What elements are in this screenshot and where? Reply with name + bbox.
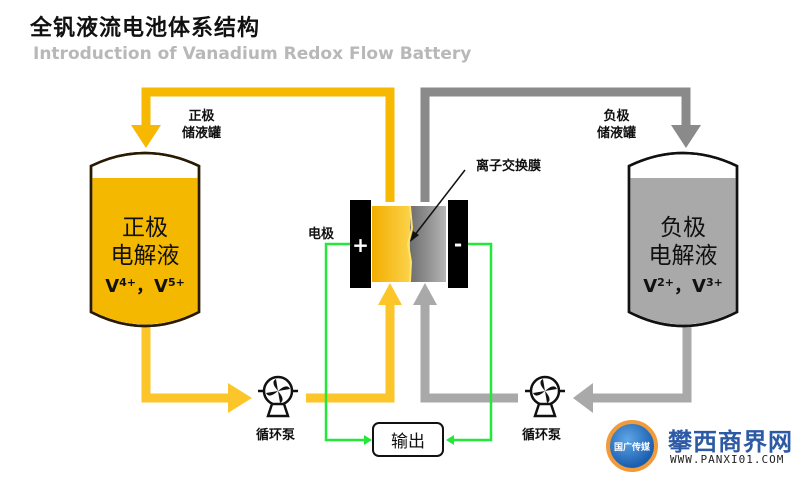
- positive-electrode: [350, 200, 371, 288]
- positive-electrolyte-line1: 正极: [122, 215, 168, 241]
- negative-ions: V2+，V3+: [629, 270, 737, 300]
- plus-sign: +: [352, 233, 369, 257]
- negative-tank-label-line2: 储液罐: [597, 126, 637, 141]
- ion-symbol: V: [643, 276, 658, 297]
- negative-feed-pipe: [590, 327, 692, 403]
- negative-wire-arrow: [446, 435, 454, 445]
- negative-electrolyte-text: 负极 电解液 V2+，V3+: [629, 214, 737, 300]
- ion-symbol: V: [692, 276, 706, 297]
- ion-exchange-membrane: [406, 205, 414, 283]
- positive-half-cell: [372, 206, 410, 282]
- pump-right-label: 循环泵: [522, 428, 562, 443]
- membrane-pointer-arrowhead: [410, 231, 419, 242]
- positive-wire-arrow: [364, 435, 372, 445]
- watermark-url: WWW.PANXI01.COM: [670, 453, 785, 466]
- ion-symbol: V: [105, 276, 120, 297]
- positive-return-pipe: [141, 87, 395, 202]
- electrochemical-cell: [350, 200, 468, 288]
- positive-electrolyte-line2: 电解液: [110, 243, 180, 269]
- negative-pump-to-cell-pipe: [420, 302, 518, 403]
- ion-charge: 3+: [705, 276, 723, 289]
- positive-tank-label: 正极 储液罐: [182, 108, 221, 142]
- positive-electrolyte-text: 正极 电解液 V4+，V5+: [91, 214, 199, 300]
- minus-sign: -: [454, 232, 462, 256]
- negative-electrolyte-line1: 负极: [660, 215, 706, 241]
- negative-cell-inlet-arrow: [413, 283, 437, 305]
- negative-electrode: [448, 200, 468, 288]
- watermark-name: 攀西商界网: [668, 427, 793, 456]
- positive-ions: V4+，V5+: [91, 270, 199, 300]
- positive-feed-pipe: [141, 327, 232, 403]
- electrode-label: 电极: [308, 227, 335, 242]
- negative-tank-label: 负极 储液罐: [597, 108, 636, 142]
- positive-feed-arrow: [228, 383, 252, 413]
- positive-tank-label-line2: 储液罐: [182, 126, 222, 141]
- pump-left-label: 循环泵: [256, 428, 296, 443]
- ion-charge: 2+: [657, 276, 674, 289]
- positive-cell-inlet-arrow: [378, 283, 402, 305]
- page-subtitle: Introduction of Vanadium Redox Flow Batt…: [33, 44, 472, 64]
- output-box: 输出: [372, 422, 444, 457]
- negative-tank-inlet-arrow: [671, 125, 701, 148]
- negative-return-pipe: [420, 87, 691, 202]
- page-title: 全钒液流电池体系结构: [30, 16, 261, 41]
- watermark-logo: 国广传媒 攀西商界网 WWW.PANXI01.COM: [606, 420, 796, 476]
- pump-right-icon: [525, 375, 565, 418]
- negative-tank-label-line1: 负极: [603, 109, 630, 124]
- ion-charge: 4+: [119, 276, 136, 289]
- ion-charge: 5+: [167, 276, 185, 289]
- watermark-badge-icon: 国广传媒: [606, 420, 658, 472]
- negative-feed-arrow: [573, 383, 593, 413]
- positive-wire: [324, 242, 364, 442]
- membrane-pointer-line: [413, 169, 466, 237]
- membrane-label: 离子交换膜: [476, 159, 542, 174]
- positive-tank-label-line1: 正极: [188, 109, 215, 124]
- ion-separator: ，: [674, 276, 692, 297]
- negative-electrolyte-line2: 电解液: [648, 243, 718, 269]
- ion-separator: ，: [136, 276, 154, 297]
- positive-tank: [89, 151, 201, 328]
- pump-left-icon: [258, 375, 298, 418]
- positive-tank-inlet-arrow: [131, 125, 161, 148]
- positive-pump-to-cell-pipe: [306, 302, 395, 403]
- negative-wire: [454, 242, 493, 442]
- negative-tank: [627, 151, 739, 328]
- ion-symbol: V: [154, 276, 168, 297]
